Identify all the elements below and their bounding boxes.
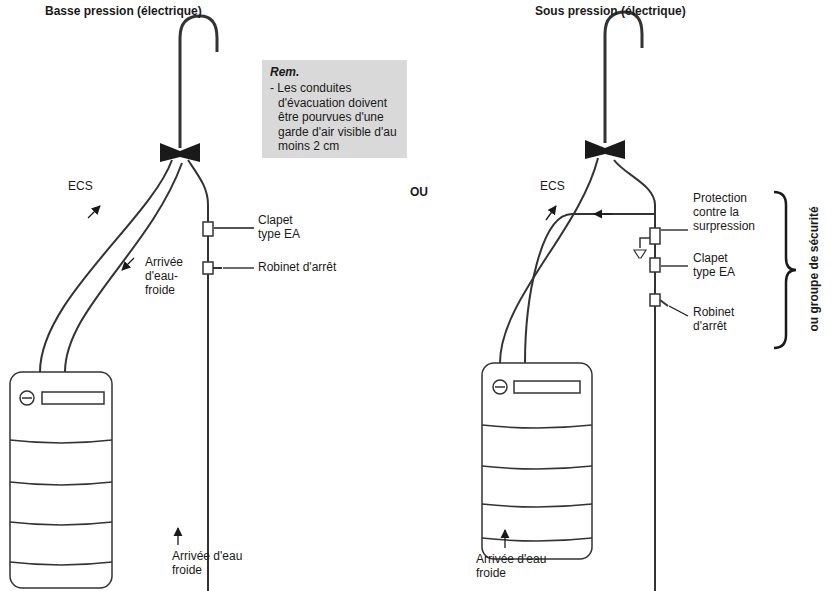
valve-handle — [213, 267, 222, 269]
water-heater — [10, 372, 112, 588]
check-valve — [650, 258, 660, 272]
part-name: Robinet d'arrêt — [693, 306, 755, 334]
flow-label: Arrivée d'eau- froide — [145, 256, 197, 297]
faucet-handles — [585, 140, 625, 159]
stop-valve — [650, 294, 660, 306]
leader-line — [214, 227, 254, 228]
faucet-spout — [180, 16, 217, 148]
heater-band — [482, 425, 592, 541]
note-box: Rem. - Les conduites d'évacuation doivent… — [262, 60, 407, 158]
valve-handle — [660, 300, 668, 306]
water-heater — [482, 363, 592, 559]
part-name: Clapet type EA — [693, 252, 753, 280]
thermostat-knob — [20, 391, 34, 405]
section-title: Sous pression (électrique) — [535, 5, 765, 19]
thermostat-knob — [495, 386, 505, 388]
faucet-handles — [160, 143, 200, 162]
display-slot — [42, 392, 104, 404]
thermostat-knob — [493, 380, 507, 394]
hot-pipe — [500, 158, 598, 363]
flow-arrow — [88, 206, 100, 218]
heater-band — [10, 440, 112, 565]
bracket — [774, 192, 796, 348]
stop-valve — [203, 262, 213, 274]
drain-funnel — [634, 250, 646, 258]
flow-arrow — [546, 206, 556, 220]
part-name: Robinet d'arrêt — [258, 261, 368, 275]
flow-label: Arrivée d'eau froide — [172, 550, 262, 578]
cold-pipe — [614, 160, 655, 205]
display-slot — [514, 381, 580, 393]
leader-line — [669, 306, 688, 316]
faucet-spout — [605, 12, 642, 143]
flow-arrow — [594, 213, 612, 214]
leader-line — [661, 265, 688, 266]
flow-arrow — [122, 258, 134, 270]
flow-label: ECS — [68, 180, 108, 194]
flow-arrow — [504, 530, 505, 548]
drain-pipe — [640, 238, 650, 248]
flow-arrow — [177, 528, 178, 545]
alternative-label: OU — [410, 186, 450, 200]
check-valve — [203, 222, 213, 236]
part-name: Protection contre la surpression — [693, 192, 775, 233]
thermostat-knob — [22, 397, 32, 399]
safety-valve — [650, 228, 660, 244]
note-heading: Rem. — [270, 65, 399, 79]
part-name: Clapet type EA — [258, 214, 316, 242]
leader-line — [661, 229, 688, 230]
flow-label: ECS — [540, 180, 580, 194]
flow-label: Arrivée d'eau froide — [476, 553, 566, 581]
leader-line — [223, 267, 254, 268]
section-title: Basse pression (électrique) — [45, 5, 275, 19]
group-label: ou groupe de sécurité — [808, 206, 822, 332]
note-body: - Les conduites d'évacuation doivent êtr… — [270, 81, 399, 153]
cold-pipe — [525, 214, 655, 363]
